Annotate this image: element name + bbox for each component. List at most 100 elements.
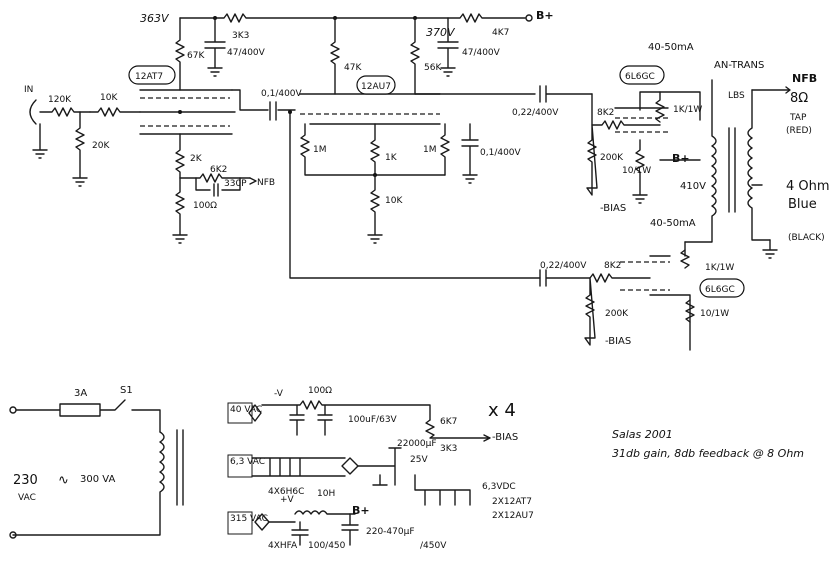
psu-hv-choke-label: 10H [317,489,335,499]
output-bottom: 40-50mA 0,22/400V 8K2 6L6GC 1K/1W 10/1W … [539,218,745,351]
v1-nfb-r-label: 6K2 [210,165,227,175]
psu-bias-v: -V [274,389,284,399]
psu-hv-diodes: 4XHFA [268,541,298,551]
ot-black: (BLACK) [788,233,825,243]
psu-bias-out: -BIAS [492,432,518,443]
v2-plate-resistor-2 [410,17,420,95]
coupling1-label: 0,1/400V [261,89,303,99]
psu-hv-c2: 220-470μF [366,527,415,537]
v2-tail-r2-label: 10K [385,196,403,206]
v2-bypass-label: 0,1/400V [480,148,522,158]
psu-heater-c-big: 22000μF [397,439,437,449]
ot-8ohm: 8Ω [790,91,808,106]
v1-electrodes [139,89,236,135]
supply-v370: 370V [426,26,456,39]
bot-tube-electrodes [649,241,691,351]
mains-fuse: 3A [74,388,87,399]
bot-cap-label: 0,22/400V [540,261,587,271]
bot-tube-label: 6L6GC [705,285,735,295]
top-screen-r-label: 1K/1W [673,105,702,115]
top-tube-cathode [614,91,701,204]
v2-grid-r1-label: 1M [313,145,327,155]
ot-nfb-arrow-icon [751,86,791,94]
v2-tube-badge [356,75,396,95]
v2-plate-resistor-1 [330,17,340,95]
ot-name: AN-TRANS [714,60,764,71]
top-current: 40-50mA [648,42,694,53]
top-bplus: B+ [672,152,690,165]
top-grid-r-label: 8K2 [597,108,614,118]
v1-grids [140,97,230,127]
v2-tube-label: 12AU7 [361,82,391,92]
top-coupling-cap [414,85,593,103]
v1-tube-label: 12AT7 [135,72,163,82]
top-grid-resistor [591,93,661,130]
notes-spec: 31db gain, 8db feedback @ 8 Ohm [612,447,804,460]
psu-hv-bplus: B+ [352,504,370,517]
v1-nfb-c-label: 330P [224,179,247,189]
psu-heater-load1: 2X12AT7 [492,497,532,507]
ot-blue: Blue [788,197,817,212]
psu-hv-caps [291,513,359,546]
psu-heater-source [227,454,253,478]
psu-bias: 40 VAC -V 100Ω 100uF/63V 6K7 3K3 -BIAS x… [227,386,518,454]
psu-bias-r: 100Ω [308,386,332,396]
psu-hv-c1: 100/450 [308,541,346,551]
supply-cap-2 [437,17,459,77]
psu-hv-bridge-icon [254,513,270,531]
input-r3-label: 20K [92,141,110,151]
bot-coupling-cap [539,269,651,287]
top-voltage: 410V [680,181,706,192]
bot-screen-r-label: 1K/1W [705,263,734,273]
supply-cap-1 [204,17,226,77]
ot-imp: LBS [728,91,745,101]
psu-heater-bus [251,457,346,477]
mains-fuse-switch [15,399,161,433]
output-transformer: AN-TRANS LBS NFB 8Ω TAP (RED) 4 Ohm Blue… [684,60,830,259]
v1-node [178,110,182,114]
psu-heater-load2: 2X12AU7 [492,511,534,521]
v1-cath-r-label: 2K [190,154,203,164]
bot-cathode-resistor [685,299,695,323]
psu-hv: 315 VAC 10H +V 4XHFA 100/450 B+ 220-470μ… [227,489,447,551]
mains-primary [12,431,165,536]
bot-cath-r-label: 10/1W [700,309,729,319]
coupling-node [288,110,292,114]
ot-primary [684,79,717,243]
v1-ground-r-label: 100Ω [193,201,217,211]
v2-bypass-cap [461,123,479,184]
coupling-cap-1: 0,1/400V [231,89,541,279]
psu-hv-choke [268,510,356,523]
ot-red: (RED) [786,126,812,136]
bot-grid-r-label: 8K2 [604,261,621,271]
mains-voltage-num: 230 [13,473,38,488]
input-r2-label: 10K [100,93,118,103]
input-section: IN 120K 10K 20K [24,85,141,187]
psu-bias-c: 100uF/63V [348,415,398,425]
lower-feed-wire [289,111,541,279]
bot-tube-badge [699,278,745,298]
mains-terminal-1 [9,406,17,414]
top-screen-resistor [655,91,665,123]
mains-core [176,429,184,506]
ot-secondary [747,89,771,241]
psu-heater-caps: 4X6H6C [268,487,304,497]
psu-bias-bridge-icon [248,404,262,422]
supply-r3k3-label: 3K3 [232,31,249,41]
v2-grid-r2-label: 1M [423,145,437,155]
psu-hv-source [227,511,253,535]
v2-electrodes [299,93,441,125]
psu-heater-out-label: 6,3VDC [482,482,516,492]
output-top: 0,22/400V 40-50mA 6L6GC 8K2 10/1W 1K/1W … [414,42,706,214]
psu-bias-pot-label: 6K7 [440,417,457,427]
supply-r4k7-label: 4K7 [492,28,509,38]
input-resistor-120k [39,107,91,117]
supply-c1-label: 47/400V [227,48,266,58]
input-resistor-20k [72,111,88,187]
v1-plate-r-label: 67K [187,51,205,61]
top-bias-r-label: 200K [600,153,624,163]
supply-v363: 363V [140,12,170,25]
bplus-terminal-icon [525,14,533,22]
